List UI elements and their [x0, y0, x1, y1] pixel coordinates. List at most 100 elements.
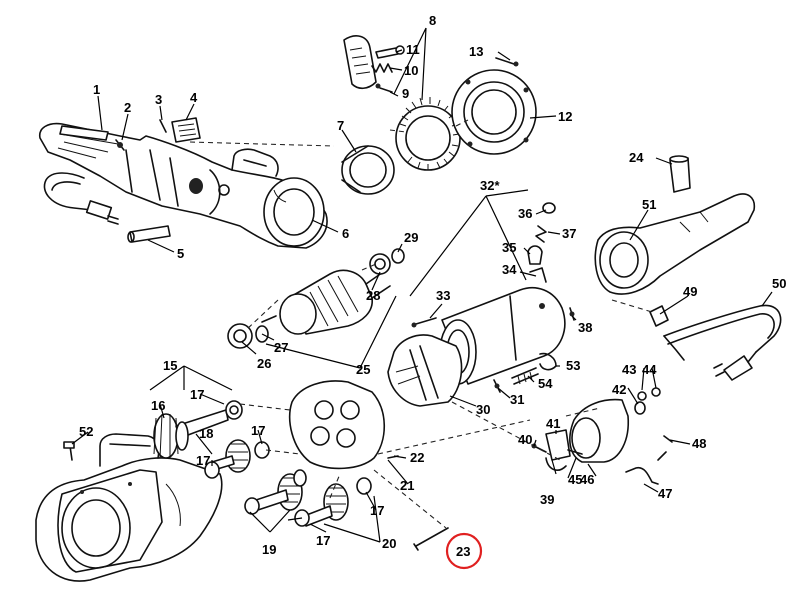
- callout-9: 9: [402, 86, 409, 101]
- callout-44: 44: [642, 362, 657, 377]
- long-screw-part-23: [413, 527, 449, 551]
- callout-51: 51: [642, 197, 656, 212]
- callout-27: 27: [274, 340, 288, 355]
- screw-part-3: [159, 119, 167, 133]
- callout-43: 43: [622, 362, 636, 377]
- screw-part-52: [63, 441, 75, 461]
- switch-trigger-part-45: [567, 449, 583, 455]
- callout-17a: 17: [190, 387, 204, 402]
- clip-part-48: [663, 435, 673, 443]
- power-cord-part-50: [663, 304, 782, 381]
- callout-28: 28: [366, 288, 380, 303]
- gear-cover-part-6: [273, 189, 287, 203]
- nut-part-44: [651, 387, 661, 397]
- brush-holder-part-34: [529, 267, 547, 283]
- armature-part-25: [261, 269, 391, 335]
- highlight-circle: [445, 532, 483, 570]
- brush-assembly-part-54: [511, 367, 539, 385]
- callout-46: 46: [580, 472, 594, 487]
- callout-18: 18: [199, 426, 213, 441]
- callout-50: 50: [772, 276, 786, 291]
- gear-housing-part-15: [35, 433, 223, 582]
- callout-41: 41: [546, 416, 560, 431]
- handle-pin-part-5: [127, 225, 171, 243]
- callout-7: 7: [337, 118, 344, 133]
- wire-part-39: [545, 457, 567, 471]
- bearing-part-26: [227, 323, 253, 349]
- gear-part-20: [303, 483, 349, 527]
- callout-35: 35: [502, 240, 516, 255]
- callout-26: 26: [257, 356, 271, 371]
- callout-54: 54: [538, 376, 553, 391]
- callout-4: 4: [190, 90, 198, 105]
- callout-25: 25: [356, 362, 370, 377]
- callout-45: 45: [568, 472, 582, 487]
- assembly-lines: [189, 119, 653, 529]
- callout-36: 36: [518, 206, 532, 221]
- leader-lines: [71, 27, 773, 543]
- cam-segment-part-8: [343, 35, 377, 90]
- switch-housing-part-46: [569, 398, 629, 463]
- nameplate-part-4: [171, 117, 201, 143]
- spring-part-47: [625, 451, 667, 485]
- callout-48: 48: [692, 436, 706, 451]
- callout-1: 1: [93, 82, 100, 97]
- field-coil-part-30: [387, 334, 463, 407]
- screw-part-13: [495, 57, 519, 67]
- bearing-part-17e: [356, 477, 372, 495]
- callout-49: 49: [683, 284, 697, 299]
- callout-30: 30: [476, 402, 490, 417]
- brush-cap-part-35: [527, 245, 543, 265]
- callout-13: 13: [469, 44, 483, 59]
- callout-39: 39: [540, 492, 554, 507]
- callout-17c: 17: [251, 423, 265, 438]
- callout-5: 5: [177, 246, 184, 261]
- washer-part-42: [634, 401, 646, 415]
- gear-carrier-part-21: [288, 380, 385, 470]
- bearing-part-28: [369, 253, 391, 275]
- callout-19: 19: [262, 542, 276, 557]
- sleeve-part-24: [669, 155, 691, 193]
- gear-cluster-part-19: [244, 469, 307, 515]
- callout-34: 34: [502, 262, 517, 277]
- screw-part-33: [411, 317, 437, 328]
- callout-15: 15: [163, 358, 177, 373]
- callout-17e: 17: [370, 503, 384, 518]
- callout-6: 6: [342, 226, 349, 241]
- screw-part-31: [493, 379, 501, 393]
- screw-part-11: [375, 45, 405, 59]
- callout-42: 42: [612, 382, 626, 397]
- washer-part-29: [391, 248, 405, 264]
- callout-21: 21: [400, 478, 414, 493]
- callout-20: 20: [382, 536, 396, 551]
- screw-part-2: [115, 139, 125, 151]
- strain-relief-part-49: [649, 305, 669, 327]
- callout-2: 2: [124, 100, 131, 115]
- callout-37: 37: [562, 226, 576, 241]
- bearing-ring-part-7: [341, 145, 395, 195]
- power-drive-assembly: [38, 122, 328, 249]
- cover-plate-part-12: [451, 69, 537, 155]
- bearing-part-17a: [225, 400, 243, 420]
- callout-29: 29: [404, 230, 418, 245]
- callout-23: 23: [456, 544, 470, 559]
- handle-grip-part-51: [594, 193, 756, 295]
- callout-17b: 17: [196, 453, 210, 468]
- spring-part-37: [535, 225, 547, 243]
- callout-10: 10: [404, 63, 418, 78]
- callout-31: 31: [510, 392, 524, 407]
- callout-12: 12: [558, 109, 572, 124]
- callout-24: 24: [629, 150, 644, 165]
- callout-16: 16: [151, 398, 165, 413]
- callout-33: 33: [436, 288, 450, 303]
- pin-part-9: [375, 83, 393, 93]
- callout-32: 32*: [480, 178, 500, 193]
- pin-part-1: [59, 125, 109, 141]
- callout-47: 47: [658, 486, 672, 501]
- callout-8: 8: [429, 13, 436, 28]
- callout-40: 40: [518, 432, 532, 447]
- callout-3: 3: [155, 92, 162, 107]
- callout-11: 11: [406, 42, 420, 57]
- spring-part-10: [371, 63, 393, 73]
